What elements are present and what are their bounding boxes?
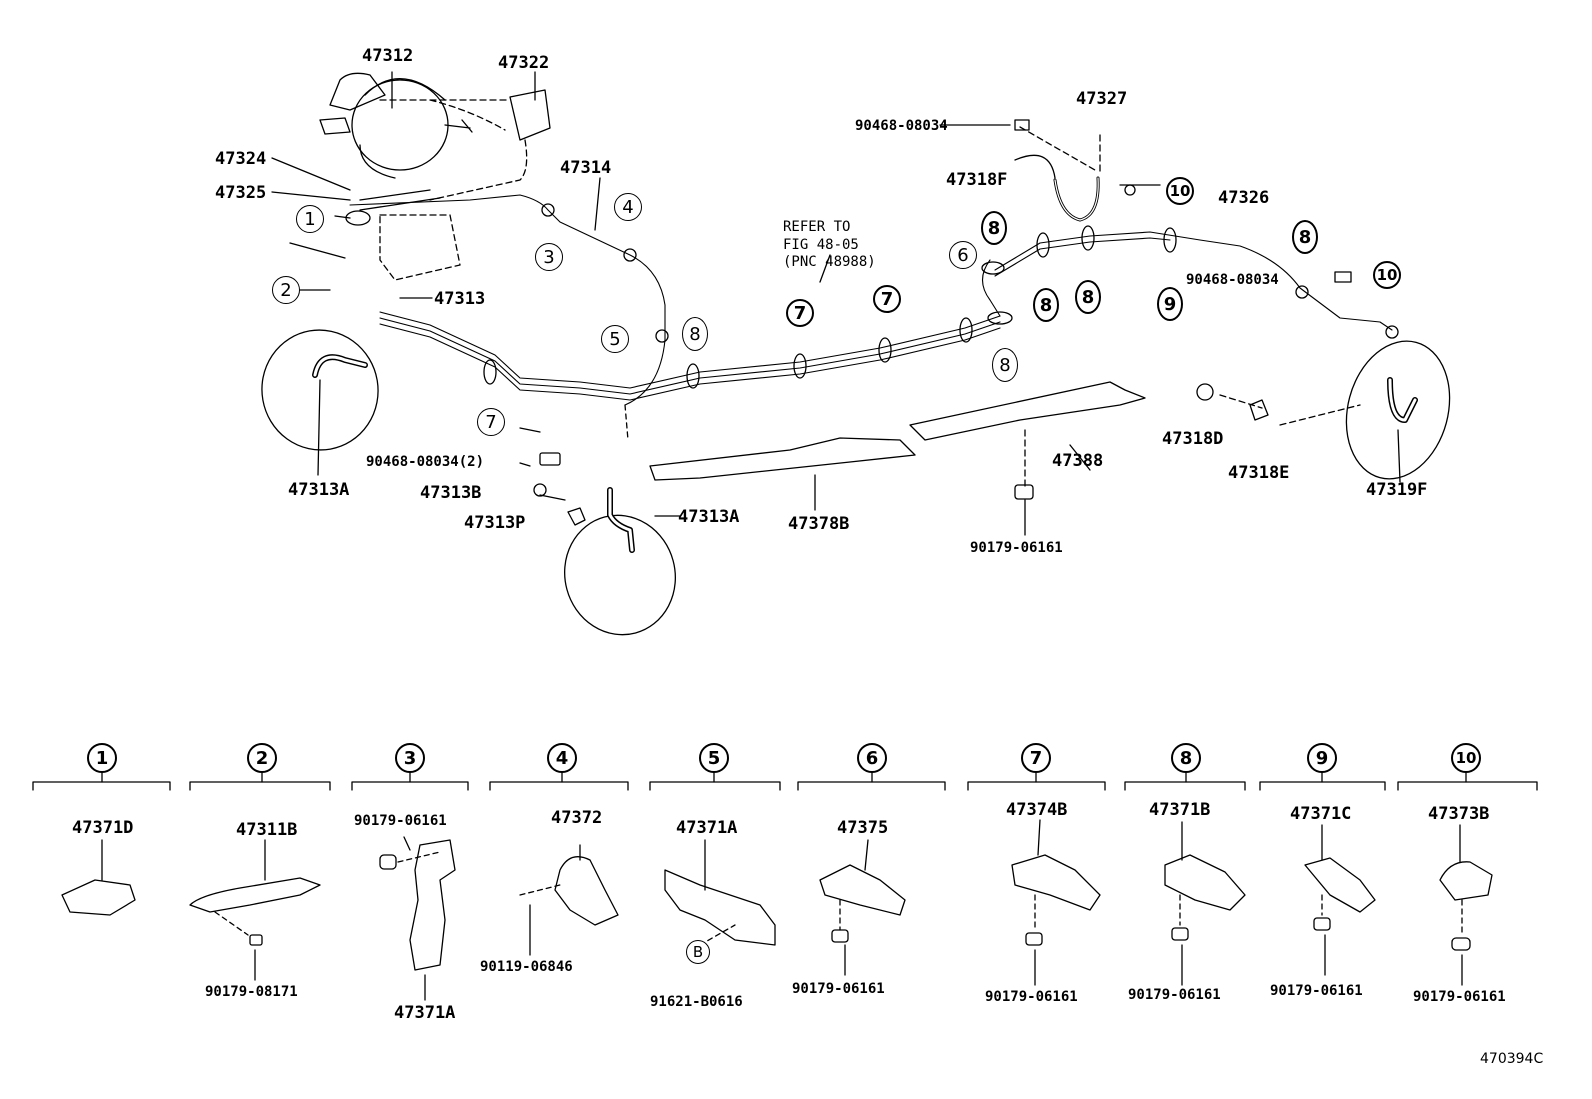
callout-1: 1 xyxy=(296,205,324,233)
part-47312: 47312 xyxy=(362,46,414,66)
callout-4: 4 xyxy=(614,193,642,221)
bracket-47378B xyxy=(649,437,916,481)
part-47313P: 47313P xyxy=(464,513,526,533)
callout-7-right: 7 xyxy=(873,285,901,313)
legend-9-sub: 90179-06161 xyxy=(1270,983,1363,999)
reference-note-line-2: FIG 48-05 xyxy=(783,236,859,253)
legend-header-2: 2 xyxy=(247,743,277,773)
part-47327: 47327 xyxy=(1076,89,1128,109)
legend-2-sub: 90179-08171 xyxy=(205,984,298,1000)
callout-10-a: 10 xyxy=(1166,177,1194,205)
legend-header-9: 9 xyxy=(1307,743,1337,773)
part-47324: 47324 xyxy=(215,149,267,169)
master-cylinder-booster xyxy=(319,72,473,179)
callout-6: 6 xyxy=(949,241,977,269)
legend-brackets xyxy=(32,769,1538,791)
part-47319F: 47319F xyxy=(1366,480,1428,500)
legend-10-sub: 90179-06161 xyxy=(1413,989,1506,1005)
part-47313A-mid: 47313A xyxy=(678,507,740,527)
legend-4-part: 47372 xyxy=(551,808,603,828)
part-90179-06161-mid: 90179-06161 xyxy=(970,540,1063,556)
legend-5-part: 47371A xyxy=(676,818,738,838)
callout-8-f: 8 xyxy=(1292,220,1318,254)
legend-2-part: 47311B xyxy=(236,820,298,840)
callout-5: 5 xyxy=(601,325,629,353)
part-47318F: 47318F xyxy=(946,170,1008,190)
legend-3-sub: 47371A xyxy=(394,1003,456,1023)
bracket-47388 xyxy=(909,381,1146,441)
part-47313A-left: 47313A xyxy=(288,480,350,500)
callout-9: 9 xyxy=(1157,287,1183,321)
detail-circle-mid xyxy=(564,514,676,636)
reference-note-line-1: REFER TO xyxy=(783,219,851,235)
part-47314: 47314 xyxy=(560,158,612,178)
legend-3-part: 90179-06161 xyxy=(354,813,447,829)
part-47318D: 47318D xyxy=(1162,429,1224,449)
part-47325: 47325 xyxy=(215,183,267,203)
legend-header-1: 1 xyxy=(87,743,117,773)
bracket-47322 xyxy=(509,89,551,141)
legend-7-part: 47374B xyxy=(1006,800,1068,820)
legend-7-sub: 90179-06161 xyxy=(985,989,1078,1005)
callout-8-d: 8 xyxy=(1033,288,1059,322)
part-47313B: 47313B xyxy=(420,483,482,503)
legend-header-8: 8 xyxy=(1171,743,1201,773)
part-47318E: 47318E xyxy=(1228,463,1290,483)
legend-5-sub: 91621-B0616 xyxy=(650,994,743,1010)
part-90468-08034-right: 90468-08034 xyxy=(1186,272,1279,288)
legend-header-6: 6 xyxy=(857,743,887,773)
legend-header-7: 7 xyxy=(1021,743,1051,773)
callout-8-a: 8 xyxy=(682,317,708,351)
legend-part-drawings xyxy=(61,819,1493,1001)
legend-4-sub: 90119-06846 xyxy=(480,959,573,975)
callout-7-mid: 7 xyxy=(786,299,814,327)
legend-header-5: 5 xyxy=(699,743,729,773)
part-47313: 47313 xyxy=(434,289,486,309)
callout-3: 3 xyxy=(535,243,563,271)
part-90468-08034-2: 90468-08034(2) xyxy=(366,454,485,470)
callout-8-c: 8 xyxy=(992,348,1018,382)
callout-7-left: 7 xyxy=(477,408,505,436)
legend-header-10: 10 xyxy=(1451,743,1481,773)
clamp-positions xyxy=(345,184,1399,389)
callout-10-b: 10 xyxy=(1373,261,1401,289)
callout-8-b: 8 xyxy=(981,211,1007,245)
legend-10-part: 47373B xyxy=(1428,804,1490,824)
diagram-code: 470394C xyxy=(1480,1051,1544,1067)
reference-note: REFER TO FIG 48-05 (PNC 48988) xyxy=(783,219,876,272)
detail-circle-left xyxy=(261,329,379,451)
legend-header-3: 3 xyxy=(395,743,425,773)
part-47322: 47322 xyxy=(498,53,550,73)
part-47326: 47326 xyxy=(1218,188,1270,208)
part-90468-08034-top: 90468-08034 xyxy=(855,118,948,134)
detail-circle-right xyxy=(1345,340,1451,480)
legend-8-part: 47371B xyxy=(1149,800,1211,820)
callout-2: 2 xyxy=(272,276,300,304)
legend-6-part: 47375 xyxy=(837,818,889,838)
legend-header-4: 4 xyxy=(547,743,577,773)
legend-9-part: 47371C xyxy=(1290,804,1352,824)
legend-5-callout-b: B xyxy=(686,940,710,964)
brake-block xyxy=(359,189,461,281)
legend-6-sub: 90179-06161 xyxy=(792,981,885,997)
brake-lines xyxy=(349,194,1393,406)
reference-note-line-3: (PNC 48988) xyxy=(783,254,876,270)
callout-8-e: 8 xyxy=(1075,280,1101,314)
legend-8-sub: 90179-06161 xyxy=(1128,987,1221,1003)
legend-1-part: 47371D xyxy=(72,818,134,838)
part-47378B: 47378B xyxy=(788,514,850,534)
part-47388: 47388 xyxy=(1052,451,1104,471)
